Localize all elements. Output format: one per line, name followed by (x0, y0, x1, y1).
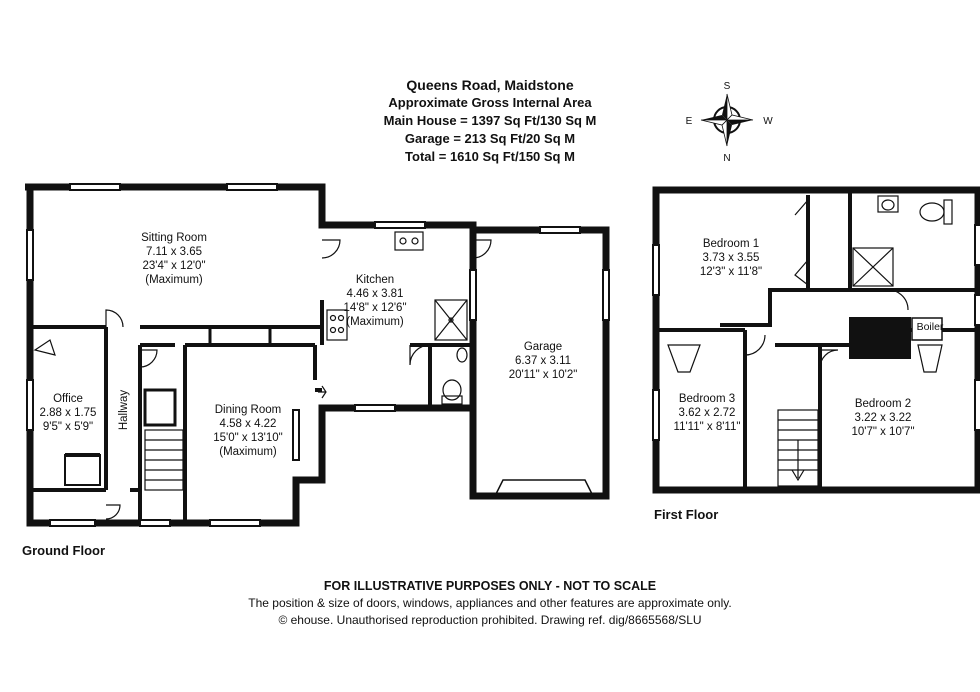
bathroom-fittings (852, 195, 953, 287)
compass-e: E (686, 116, 693, 127)
office-metric: 2.88 x 1.75 (40, 407, 97, 419)
windows (26, 183, 610, 527)
garage-name: Garage (524, 341, 562, 353)
ground-floor-stairs (144, 429, 184, 491)
first-floor-plan (652, 186, 980, 494)
bedroom1-metric: 3.73 x 3.55 (703, 252, 760, 264)
bedroom3-imperial: 11'11" x 8'11" (674, 421, 741, 433)
garage-imperial: 20'11" x 10'2" (509, 369, 578, 381)
first-floor-stairs (777, 409, 819, 487)
office-name: Office (53, 393, 83, 405)
office-imperial: 9'5" x 5'9" (43, 421, 93, 433)
first-floor-label: First Floor (654, 507, 719, 522)
sitting-room-imperial: 23'4" x 12'0" (142, 260, 205, 272)
dining-room-note: (Maximum) (219, 446, 277, 458)
kitchen-note: (Maximum) (346, 316, 404, 328)
garage-area: Garage = 213 Sq Ft/20 Sq M (404, 131, 576, 146)
ground-floor-label: Ground Floor (22, 543, 106, 558)
kitchen-imperial: 14'8" x 12'6" (343, 302, 406, 314)
compass-w: W (763, 116, 773, 127)
doors (33, 239, 492, 520)
bedroom3-metric: 3.62 x 2.72 (679, 407, 736, 419)
bedroom2-imperial: 10'7" x 10'7" (851, 426, 914, 438)
first-floor-doors (667, 199, 943, 373)
first-floor-windows (652, 224, 980, 441)
kitchen-name: Kitchen (356, 274, 394, 286)
total-area: Total = 1610 Sq Ft/150 Sq M (405, 149, 575, 164)
compass-n: N (723, 153, 730, 164)
bedroom1-imperial: 12'3" x 11'8" (700, 266, 762, 278)
dining-room-name: Dining Room (215, 404, 281, 416)
disclaimer-text: FOR ILLUSTRATIVE PURPOSES ONLY - NOT TO … (323, 579, 657, 593)
main-house-area: Main House = 1397 Sq Ft/130 Sq M (383, 113, 597, 128)
dining-room-imperial: 15'0" x 13'10" (213, 432, 282, 444)
garage-metric: 6.37 x 3.11 (515, 355, 571, 367)
boiler-cupboard (849, 317, 911, 359)
bedroom1-name: Bedroom 1 (703, 238, 759, 250)
plan-footer: FOR ILLUSTRATIVE PURPOSES ONLY - NOT TO … (190, 578, 790, 629)
bedroom2-name: Bedroom 2 (855, 398, 911, 410)
plan-header: Queens Road, Maidstone Approximate Gross… (340, 76, 640, 166)
sitting-room-name: Sitting Room (141, 232, 207, 244)
approximate-note: The position & size of doors, windows, a… (248, 596, 732, 610)
hallway-name: Hallway (118, 390, 130, 431)
bedroom2-metric: 3.22 x 3.22 (855, 412, 912, 424)
property-title: Queens Road, Maidstone (406, 77, 574, 93)
compass-icon: S E W N (686, 81, 774, 164)
compass-s: S (724, 81, 731, 92)
copyright-text: © ehouse. Unauthorised reproduction proh… (278, 613, 702, 627)
area-subtitle: Approximate Gross Internal Area (388, 95, 592, 110)
garage-door (494, 479, 594, 497)
kitchen-fittings (326, 231, 468, 405)
kitchen-metric: 4.46 x 3.81 (347, 288, 404, 300)
sitting-room-metric: 7.11 x 3.65 (146, 246, 202, 258)
dining-room-metric: 4.58 x 4.22 (220, 418, 277, 430)
ground-floor-plan (25, 183, 610, 527)
room-labels: Sitting Room 7.11 x 3.65 23'4" x 12'0" (… (40, 232, 944, 458)
sitting-room-fireplace (208, 327, 272, 345)
boiler-label: Boiler (917, 321, 944, 333)
sitting-room-note: (Maximum) (145, 274, 203, 286)
bedroom3-name: Bedroom 3 (679, 393, 735, 405)
